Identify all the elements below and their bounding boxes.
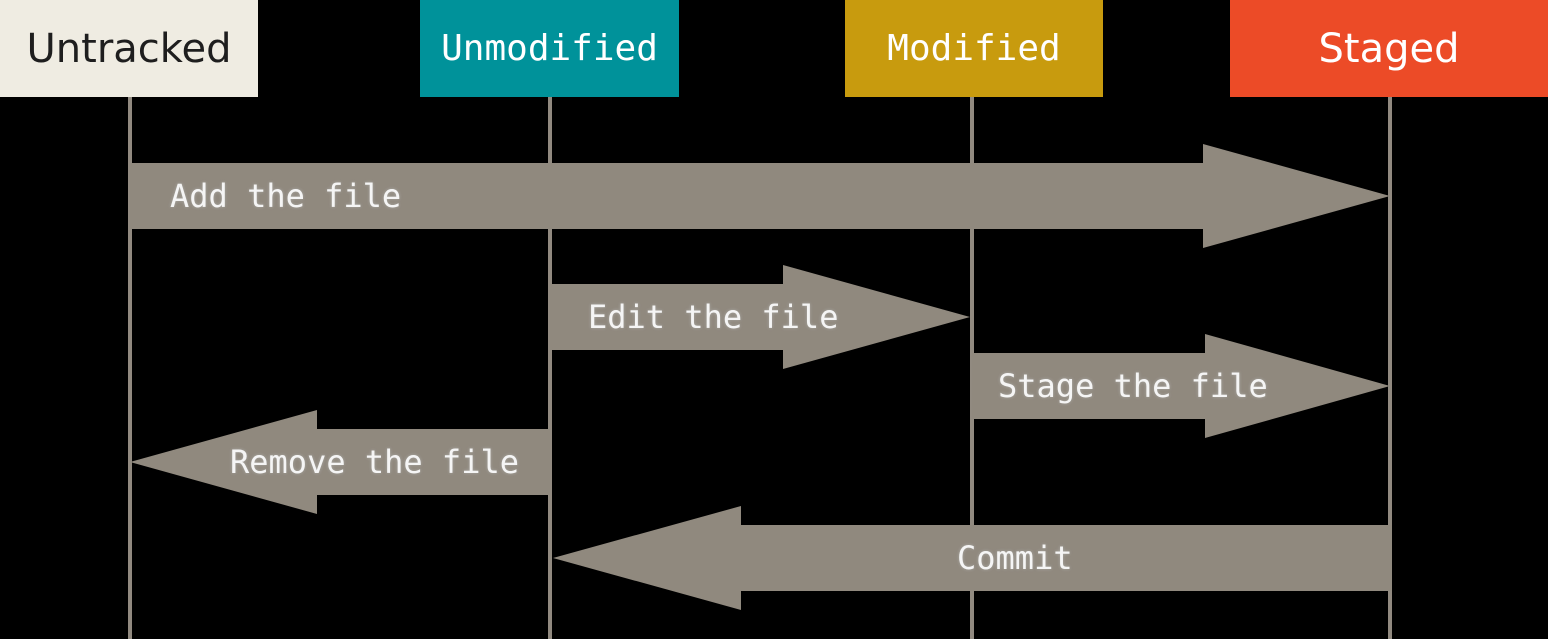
arrow-body [317,429,550,495]
transition-label: Edit the file [588,298,839,336]
arrow-head-left-icon [130,410,317,514]
lifeline-untracked [128,97,132,639]
state-label: Unmodified [441,28,658,69]
state-box-staged: Staged [1230,0,1548,97]
arrow-body [130,163,1203,229]
lifeline-staged [1388,97,1392,639]
arrow-body [972,353,1205,419]
transition-label: Stage the file [998,367,1268,405]
arrow-head-right-icon [1205,334,1390,438]
state-label: Untracked [26,25,232,72]
state-box-modified: Modified [845,0,1103,97]
transition-label: Commit [957,539,1073,577]
arrow-body [741,525,1392,591]
arrow-head-left-icon [553,506,741,610]
lifeline-unmodified [548,97,552,639]
transition-label: Add the file [170,177,402,215]
state-label: Staged [1318,25,1460,72]
arrow-head-right-icon [783,265,970,369]
state-box-unmodified: Unmodified [420,0,679,97]
state-label: Modified [887,28,1061,69]
state-box-untracked: Untracked [0,0,258,97]
transition-label: Remove the file [230,443,519,481]
arrow-body [550,284,783,350]
arrow-head-right-icon [1203,144,1390,248]
